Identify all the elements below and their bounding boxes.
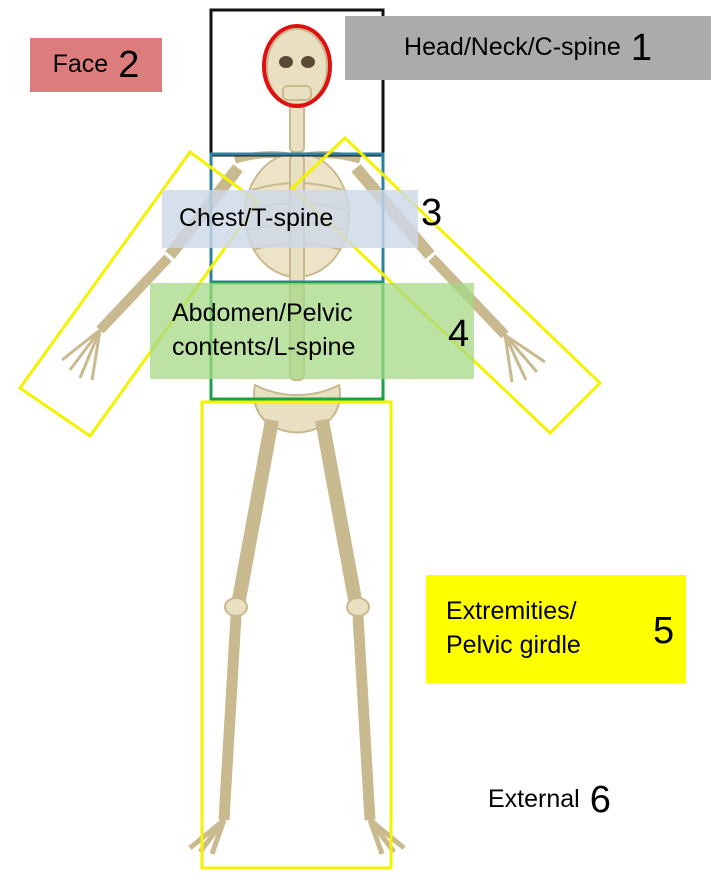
external-label: External 6 bbox=[488, 775, 611, 825]
head-neck-number: 1 bbox=[631, 27, 652, 70]
abdomen-text-line2: contents/L-spine bbox=[172, 331, 355, 365]
jaw bbox=[283, 86, 311, 100]
cervical-spine bbox=[290, 104, 304, 152]
hand-left bbox=[62, 330, 100, 380]
knee-right bbox=[347, 598, 369, 616]
extremities-number: 5 bbox=[653, 610, 674, 653]
extremities-text-line2: Pelvic girdle bbox=[446, 629, 581, 663]
femur-right bbox=[322, 420, 356, 605]
external-text: External bbox=[488, 783, 580, 817]
eye-socket-right bbox=[301, 56, 315, 68]
abdomen-text: Abdomen/Pelvic contents/L-spine bbox=[172, 297, 355, 365]
head-neck-label: Head/Neck/C-spine 1 bbox=[345, 16, 711, 80]
hand-right bbox=[505, 335, 545, 382]
face-number: 2 bbox=[118, 44, 139, 87]
abdomen-label: Abdomen/Pelvic contents/L-spine 4 bbox=[150, 283, 474, 379]
foot-left bbox=[190, 820, 224, 854]
chest-label: Chest/T-spine 3 bbox=[162, 190, 418, 248]
tibia-right bbox=[358, 616, 370, 820]
foot-right bbox=[370, 820, 404, 854]
chest-number: 3 bbox=[421, 192, 442, 235]
femur-left bbox=[238, 420, 272, 605]
extremities-text-line1: Extremities/ bbox=[446, 595, 581, 629]
tibia-left bbox=[224, 616, 236, 820]
face-text: Face bbox=[53, 48, 109, 82]
knee-left bbox=[225, 598, 247, 616]
extremities-text: Extremities/ Pelvic girdle bbox=[446, 595, 581, 663]
eye-socket-left bbox=[279, 56, 293, 68]
abdomen-text-line1: Abdomen/Pelvic bbox=[172, 297, 355, 331]
extremities-label: Extremities/ Pelvic girdle 5 bbox=[426, 575, 686, 683]
face-label: Face 2 bbox=[30, 38, 162, 92]
abdomen-number: 4 bbox=[448, 313, 469, 356]
chest-text: Chest/T-spine bbox=[179, 202, 333, 236]
head-neck-text: Head/Neck/C-spine bbox=[404, 31, 621, 65]
external-number: 6 bbox=[590, 779, 611, 822]
